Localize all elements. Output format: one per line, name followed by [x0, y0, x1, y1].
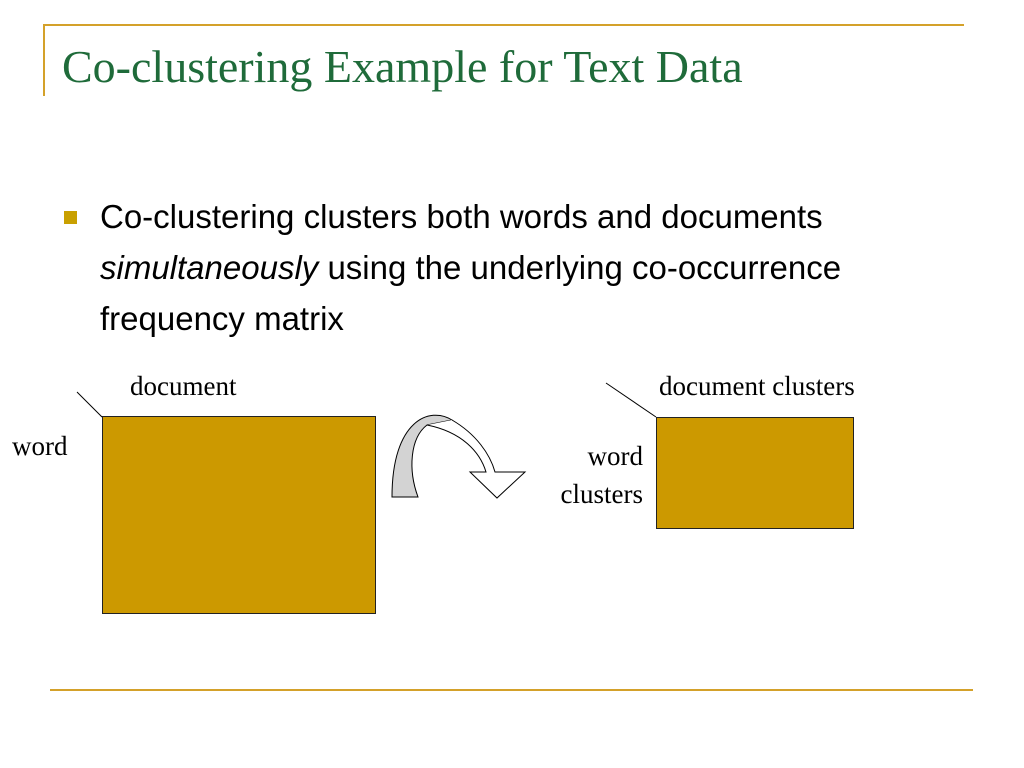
left-rule: [43, 24, 45, 96]
left-matrix-corner-line: [76, 391, 103, 418]
document-clusters-label: document clusters: [659, 371, 855, 401]
bullet-text-end: using the underlying co-occurrence frequ…: [100, 249, 842, 337]
curved-arrow-head-icon: [426, 419, 527, 499]
word-clusters-label: word clusters: [561, 437, 643, 513]
word-label: word: [12, 431, 68, 461]
bullet-text-emphasis: simultaneously: [100, 249, 319, 286]
curved-arrow-icon: [391, 414, 454, 498]
document-label: document: [130, 371, 237, 401]
slide-title: Co-clustering Example for Text Data: [62, 41, 743, 92]
bullet-text: Co-clustering clusters both words and do…: [100, 191, 940, 344]
word-clusters-label-line2: clusters: [560, 479, 643, 509]
word-document-matrix: [102, 416, 376, 614]
bullet-text-start: Co-clustering clusters both words and do…: [100, 198, 823, 235]
cluster-matrix: [656, 417, 854, 529]
right-matrix-corner-line: [605, 382, 657, 418]
bottom-rule: [50, 689, 973, 691]
bullet-marker-icon: [64, 211, 77, 224]
top-rule: [43, 24, 964, 26]
word-clusters-label-line1: word: [587, 441, 644, 471]
